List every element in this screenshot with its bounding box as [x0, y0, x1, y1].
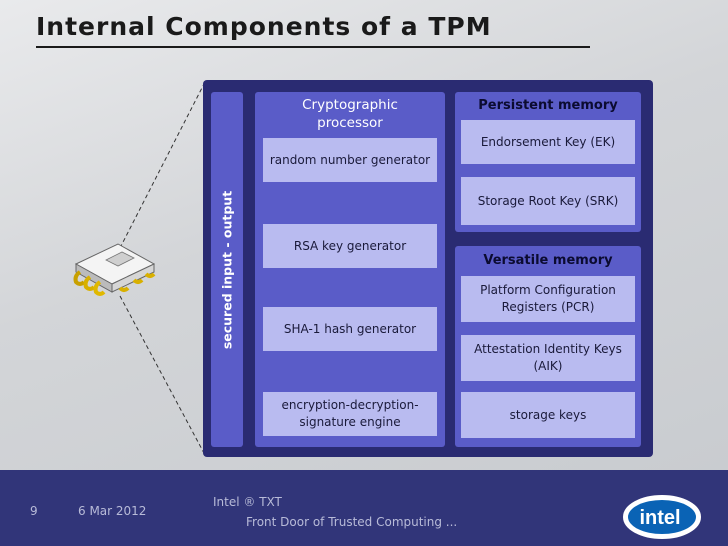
- persistent-memory-panel: Persistent memory Endorsement Key (EK) S…: [455, 92, 641, 232]
- versatile-item-storage: storage keys: [461, 392, 635, 438]
- secured-io-panel: secured input - output: [211, 92, 243, 447]
- crypto-item-engine: encryption-decryption-signature engine: [263, 392, 437, 436]
- footer-line1: Intel ® TXT: [213, 495, 282, 509]
- versatile-item-pcr: Platform Configuration Registers (PCR): [461, 276, 635, 322]
- cryptographic-processor-panel: Cryptographic processor random number ge…: [255, 92, 445, 447]
- crypto-item-sha1: SHA-1 hash generator: [263, 307, 437, 351]
- slide-footer: [0, 470, 728, 546]
- intel-logo-text: intel: [639, 507, 680, 529]
- tpm-diagram: secured input - output Cryptographic pro…: [203, 80, 653, 457]
- page-number: 9: [30, 504, 38, 518]
- intel-logo: intel: [623, 495, 701, 539]
- crypto-item-rng: random number generator: [263, 138, 437, 182]
- secured-io-label: secured input - output: [219, 190, 235, 350]
- slide-title: Internal Components of a TPM: [36, 12, 492, 41]
- versatile-memory-panel: Versatile memory Platform Configuration …: [455, 246, 641, 447]
- chip-icon: [73, 243, 156, 296]
- persistent-header: Persistent memory: [478, 98, 618, 113]
- slide-date: 6 Mar 2012: [78, 504, 147, 518]
- persistent-item-srk: Storage Root Key (SRK): [461, 177, 635, 225]
- versatile-item-aik: Attestation Identity Keys (AIK): [461, 335, 635, 381]
- versatile-header: Versatile memory: [483, 253, 613, 268]
- persistent-item-ek: Endorsement Key (EK): [461, 120, 635, 164]
- footer-line2: Front Door of Trusted Computing ...: [246, 515, 458, 529]
- crypto-header: Cryptographic processor: [302, 97, 398, 131]
- crypto-item-rsa: RSA key generator: [263, 224, 437, 268]
- title-underline: [36, 46, 590, 48]
